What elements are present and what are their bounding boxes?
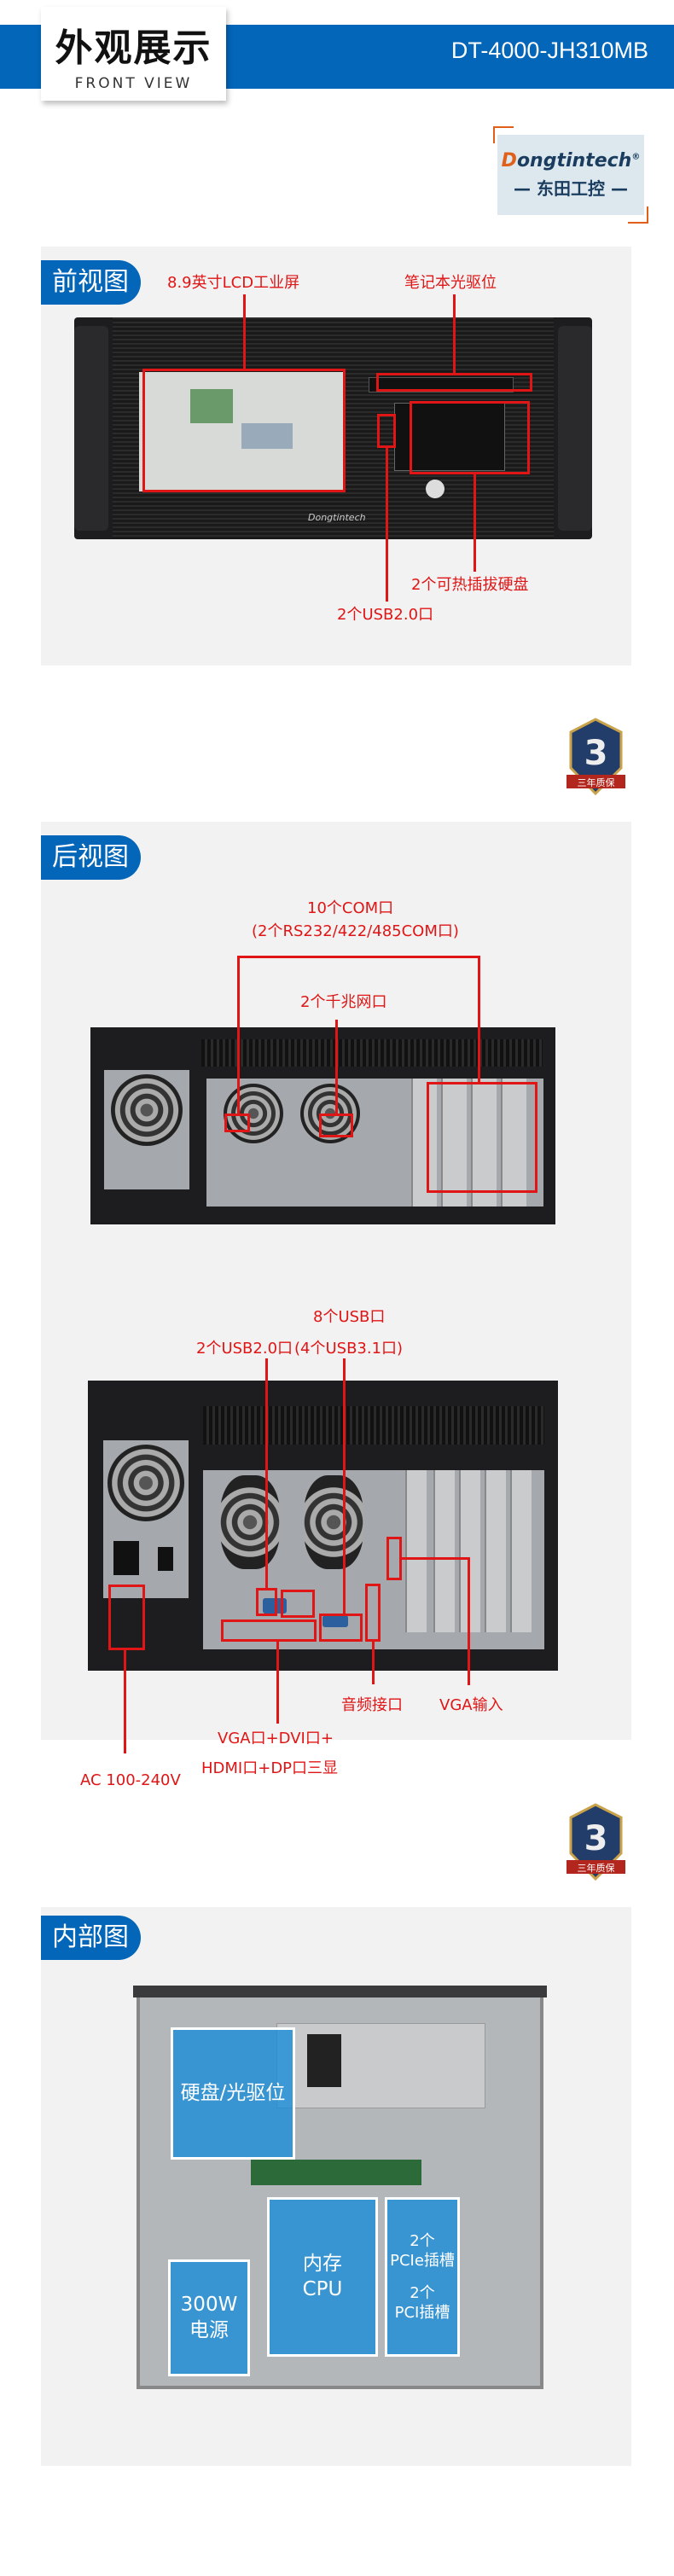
- optical-highlight: [376, 373, 532, 392]
- leader-line: [386, 448, 388, 602]
- usb2-highlight: [256, 1588, 277, 1616]
- label-display-2: HDMI口+DP口三显: [201, 1759, 339, 1777]
- label-power: AC 100-240V: [80, 1771, 181, 1789]
- leader-line: [335, 1020, 338, 1114]
- leader-line: [237, 956, 480, 958]
- leader-line: [402, 1557, 470, 1560]
- page-subtitle: FRONT VIEW: [74, 75, 193, 92]
- optical-drive-bay: [369, 377, 514, 393]
- vga-in-highlight: [386, 1537, 402, 1580]
- label-usb-total: 8个USB口: [313, 1308, 386, 1326]
- label-audio: 音频接口: [341, 1696, 403, 1714]
- page-title: 外观展示: [55, 26, 212, 70]
- rear-view-tab: 后视图: [41, 835, 141, 880]
- label-lcd: 8.9英寸LCD工业屏: [167, 274, 300, 292]
- screen-brand: Dongtintech: [308, 512, 366, 523]
- leader-line: [265, 1358, 268, 1589]
- leader-line: [343, 1358, 346, 1614]
- title-box: 外观展示 FRONT VIEW: [41, 7, 226, 101]
- label-display-1: VGA口+DVI口+: [218, 1730, 334, 1747]
- usb-highlight: [377, 414, 396, 448]
- label-usb: 2个USB2.0口: [337, 606, 434, 624]
- label-optical: 笔记本光驱位: [404, 274, 497, 292]
- leader-line: [237, 956, 240, 1114]
- leader-line: [372, 1640, 375, 1684]
- display-ports-highlight: [221, 1619, 317, 1642]
- leader-line: [474, 474, 476, 572]
- lcd-highlight: [142, 369, 346, 492]
- label-com: 10个COM口: [307, 899, 394, 917]
- label-com-detail: (2个RS232/422/485COM口): [252, 922, 459, 940]
- com-cards-highlight: [427, 1082, 537, 1193]
- hdd-highlight: [410, 401, 530, 474]
- internal-view-tab: 内部图: [41, 1916, 141, 1960]
- lan-highlight: [319, 1114, 353, 1137]
- logo-corner: [628, 206, 648, 224]
- vga-out-highlight: [281, 1590, 315, 1618]
- model-number: DT-4000-JH310MB: [450, 38, 648, 63]
- leader-line: [124, 1649, 126, 1753]
- shield-icon: [567, 718, 625, 796]
- label-vga-in: VGA输入: [439, 1696, 503, 1714]
- leader-line: [478, 956, 480, 1082]
- label-usb2: 2个USB2.0口: [196, 1340, 293, 1358]
- front-chassis-image: Dongtintech: [74, 317, 592, 539]
- label-usb3: (4个USB3.1口): [294, 1340, 404, 1358]
- lcd-screen: [139, 372, 344, 491]
- company-logo: Dongtintech® — 东田工控 —: [497, 135, 644, 215]
- leader-line: [468, 1557, 470, 1685]
- power-inlet-highlight: [108, 1585, 145, 1650]
- warranty-badge: 3 三年质保: [564, 715, 628, 800]
- label-lan: 2个千兆网口: [300, 993, 387, 1011]
- shield-icon: [567, 1803, 625, 1881]
- warranty-badge: 3 三年质保: [564, 1800, 628, 1886]
- rear-chassis-image-1: [90, 1027, 555, 1224]
- key-lock: [426, 480, 444, 498]
- hdd-bays: [394, 403, 505, 471]
- leader-line: [453, 294, 456, 374]
- audio-highlight: [365, 1584, 381, 1642]
- leader-line: [243, 294, 246, 369]
- leader-line: [276, 1640, 279, 1724]
- front-view-tab: 前视图: [41, 260, 141, 305]
- com-highlight: [224, 1114, 250, 1132]
- logo-corner: [493, 126, 514, 143]
- usb3-highlight: [319, 1614, 363, 1642]
- label-hdd: 2个可热插拔硬盘: [411, 576, 529, 594]
- overlay-drive-bay: 硬盘/光驱位: [171, 2027, 295, 2160]
